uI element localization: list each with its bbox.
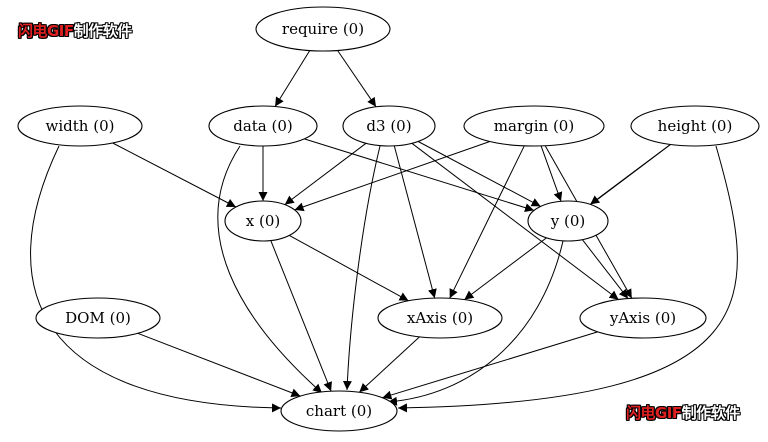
node-height-label: height (0): [658, 117, 733, 135]
edge-y-to-chart: [387, 240, 564, 406]
node-x-ellipse: [224, 200, 302, 242]
edge-d3-to-x: [284, 142, 367, 205]
watermark-suffix: 制作软件: [73, 22, 133, 40]
node-yaxis[interactable]: yAxis (0): [579, 297, 707, 339]
watermark-brand: 闪电GIF: [626, 404, 682, 422]
node-chart[interactable]: chart (0): [280, 390, 398, 432]
watermark-suffix: 制作软件: [681, 404, 741, 422]
edge-margin-to-x: [294, 141, 490, 212]
edge-require-to-d3: [337, 50, 377, 108]
node-height[interactable]: height (0): [630, 105, 760, 147]
node-xaxis[interactable]: xAxis (0): [377, 297, 503, 339]
node-width[interactable]: width (0): [17, 105, 143, 147]
edge-margin-to-y: [540, 145, 563, 202]
edge-width-to-chart: [30, 145, 282, 413]
node-xaxis-label: xAxis (0): [407, 309, 473, 327]
edge-data-to-chart: [217, 145, 323, 394]
node-yaxis-ellipse: [579, 297, 707, 339]
edge-data-to-y: [304, 138, 535, 213]
node-yaxis-label: yAxis (0): [609, 309, 676, 327]
node-dom-label: DOM (0): [65, 309, 131, 327]
node-require[interactable]: require (0): [255, 6, 391, 52]
node-width-ellipse: [17, 105, 143, 147]
node-margin-ellipse: [463, 105, 605, 147]
node-width-label: width (0): [46, 117, 115, 135]
node-data-label: data (0): [233, 117, 293, 135]
edge-x-to-chart: [270, 240, 332, 392]
node-x[interactable]: x (0): [224, 200, 302, 242]
edges-layer: [30, 50, 738, 413]
node-xaxis-ellipse: [377, 297, 503, 339]
edge-x-to-xaxis: [289, 234, 409, 302]
node-dom[interactable]: DOM (0): [35, 297, 161, 339]
edge-width-to-x: [112, 142, 237, 208]
node-d3-ellipse: [342, 105, 436, 147]
node-data-ellipse: [208, 105, 318, 147]
edge-d3-to-chart: [342, 145, 381, 391]
edge-yaxis-to-chart: [382, 331, 598, 400]
node-margin-label: margin (0): [494, 117, 574, 135]
node-margin[interactable]: margin (0): [463, 105, 605, 147]
node-require-ellipse: [255, 6, 391, 52]
node-data[interactable]: data (0): [208, 105, 318, 147]
node-height-ellipse: [630, 105, 760, 147]
watermark-top: 闪电GIF制作软件: [18, 20, 132, 41]
node-x-label: x (0): [246, 212, 280, 230]
edge-y-to-yaxis: [582, 239, 629, 299]
edge-d3-to-xaxis: [393, 145, 437, 299]
edge-margin-to-xaxis: [449, 145, 525, 299]
node-y-label: y (0): [550, 212, 586, 230]
node-chart-ellipse: [280, 390, 398, 432]
edge-height-to-chart: [397, 145, 738, 413]
node-require-label: require (0): [282, 20, 364, 38]
edge-xaxis-to-chart: [358, 336, 420, 393]
node-d3[interactable]: d3 (0): [342, 105, 436, 147]
watermark-brand: 闪电GIF: [18, 22, 74, 40]
node-y-ellipse: [527, 200, 609, 242]
edge-dom-to-chart: [137, 332, 301, 398]
edge-d3-to-y: [417, 141, 541, 207]
edge-require-to-data: [274, 50, 311, 107]
node-y[interactable]: y (0): [527, 200, 609, 242]
edge-d3-to-yaxis: [411, 142, 619, 300]
watermark-bottom: 闪电GIF制作软件: [626, 402, 740, 423]
node-dom-ellipse: [35, 297, 161, 339]
node-d3-label: d3 (0): [366, 117, 411, 135]
node-chart-label: chart (0): [306, 402, 372, 420]
nodes-layer: require (0) width (0) data (0) d3 (0) margin…: [17, 6, 760, 432]
